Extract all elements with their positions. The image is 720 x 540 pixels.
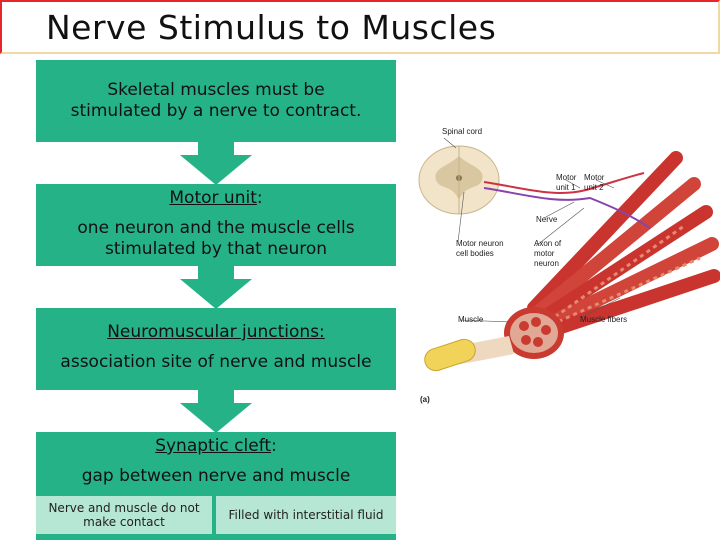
synaptic-cleft-term: Synaptic cleft xyxy=(155,436,272,456)
synaptic-cleft-details: Nerve and muscle do not make contact Fil… xyxy=(36,496,396,534)
cell-no-contact: Nerve and muscle do not make contact xyxy=(36,496,212,534)
nerve-drawing xyxy=(483,172,645,194)
box3-line1: association site of nerve and muscle xyxy=(60,352,372,372)
label-spinal-cord: Spinal cord xyxy=(442,127,482,136)
label-nerve: Nerve xyxy=(536,215,558,224)
motor-unit-sep: : xyxy=(256,188,263,208)
neuromuscular-term: Neuromuscular junctions: xyxy=(107,322,325,342)
spinal-cord-drawing xyxy=(418,145,500,215)
slide-title: Nerve Stimulus to Muscles xyxy=(46,8,497,47)
down-arrow-1 xyxy=(180,141,252,185)
down-arrow-3 xyxy=(180,389,252,433)
motor-unit-term: Motor unit xyxy=(169,188,257,208)
cell-left-line1: Nerve and muscle do not xyxy=(48,501,200,515)
synaptic-cleft-sep: : xyxy=(271,436,277,456)
box2-line1: one neuron and the muscle cells xyxy=(77,218,355,238)
label-muscle-fibers: Muscle fibers xyxy=(580,315,627,324)
muscle-fibers-drawing xyxy=(527,151,720,339)
box2-line2: stimulated by that neuron xyxy=(104,239,328,259)
cell-right-text: Filled with interstitial fluid xyxy=(228,508,384,522)
label-panel-a: (a) xyxy=(420,395,430,404)
flow-box-skeletal-muscles: Skeletal muscles must be stimulated by a… xyxy=(36,60,396,142)
down-arrow-2 xyxy=(180,265,252,309)
cell-left-line2: make contact xyxy=(83,515,165,529)
title-bar: Nerve Stimulus to Muscles xyxy=(0,0,720,54)
tendon xyxy=(424,338,476,372)
flow-box-motor-unit: Motor unit: one neuron and the muscle ce… xyxy=(36,184,396,266)
label-muscle: Muscle xyxy=(458,315,484,324)
box1-line1: Skeletal muscles must be xyxy=(107,80,325,100)
box4-line1: gap between nerve and muscle xyxy=(81,466,351,486)
box1-line2: stimulated by a nerve to contract. xyxy=(70,101,362,121)
flow-box-neuromuscular-junctions: Neuromuscular junctions: association sit… xyxy=(36,308,396,390)
cell-interstitial-fluid: Filled with interstitial fluid xyxy=(216,496,396,534)
